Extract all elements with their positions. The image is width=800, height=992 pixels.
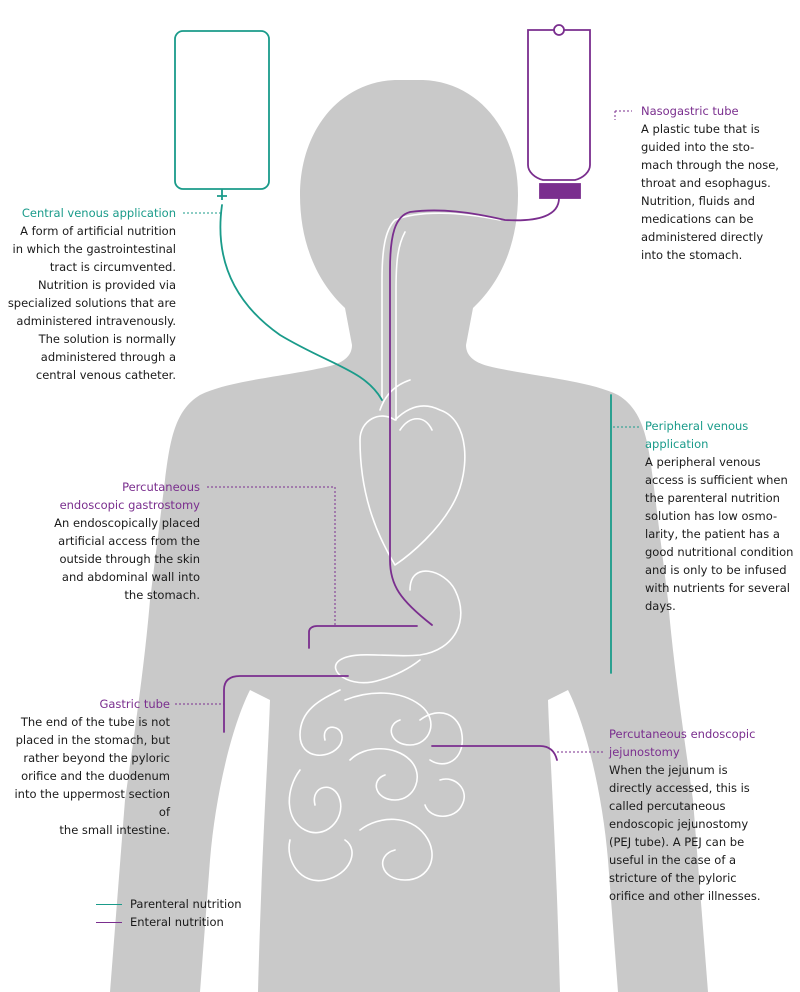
- nasogastric-title: Nasogastric tube: [641, 104, 739, 118]
- central-venous-title: Central venous application: [21, 206, 176, 220]
- legend-label-parenteral: Parenteral nutrition: [130, 897, 242, 911]
- parenteral-bag: [174, 30, 270, 200]
- callout-peg: Percutaneous endoscopic gastrostomy An e…: [20, 478, 200, 604]
- leader-lines: [175, 110, 640, 753]
- callout-central-venous: Central venous application A form of art…: [0, 204, 176, 384]
- legend-swatch-parenteral: [96, 903, 122, 905]
- legend-swatch-enteral: [96, 921, 122, 923]
- gastric-tube-body: The end of the tube is not placed in the…: [14, 715, 170, 837]
- pej-title: Percutaneous endoscopic jejunostomy: [609, 727, 756, 759]
- callout-peripheral-venous: Peripheral venous application A peripher…: [645, 417, 795, 615]
- nasogastric-body: A plastic tube that is guided into the s…: [641, 122, 779, 262]
- gastric-tube-title: Gastric tube: [99, 697, 170, 711]
- peripheral-venous-body: A peripheral venous access is sufficient…: [645, 455, 794, 613]
- pej-body: When the jejunum is directly accessed, t…: [609, 763, 761, 903]
- enteral-lines: [223, 197, 560, 761]
- callout-pej: Percutaneous endoscopic jejunostomy When…: [609, 725, 784, 905]
- body-silhouette: [110, 80, 708, 992]
- callout-nasogastric: Nasogastric tube A plastic tube that is …: [641, 102, 791, 264]
- legend-item-parenteral: Parenteral nutrition: [96, 895, 242, 913]
- callout-gastric-tube: Gastric tube The end of the tube is not …: [0, 695, 170, 839]
- peg-title: Percutaneous endoscopic gastrostomy: [59, 480, 200, 512]
- legend: Parenteral nutrition Enteral nutrition: [96, 895, 242, 931]
- legend-item-enteral: Enteral nutrition: [96, 913, 242, 931]
- central-venous-body: A form of artificial nutrition in which …: [7, 224, 176, 382]
- parenteral-lines: [219, 204, 612, 674]
- peripheral-venous-title: Peripheral venous application: [645, 419, 749, 451]
- legend-label-enteral: Enteral nutrition: [130, 915, 224, 929]
- enteral-bottle: [527, 24, 591, 199]
- organs: [288, 212, 501, 882]
- peg-body: An endoscopically placed artificial acce…: [54, 516, 200, 602]
